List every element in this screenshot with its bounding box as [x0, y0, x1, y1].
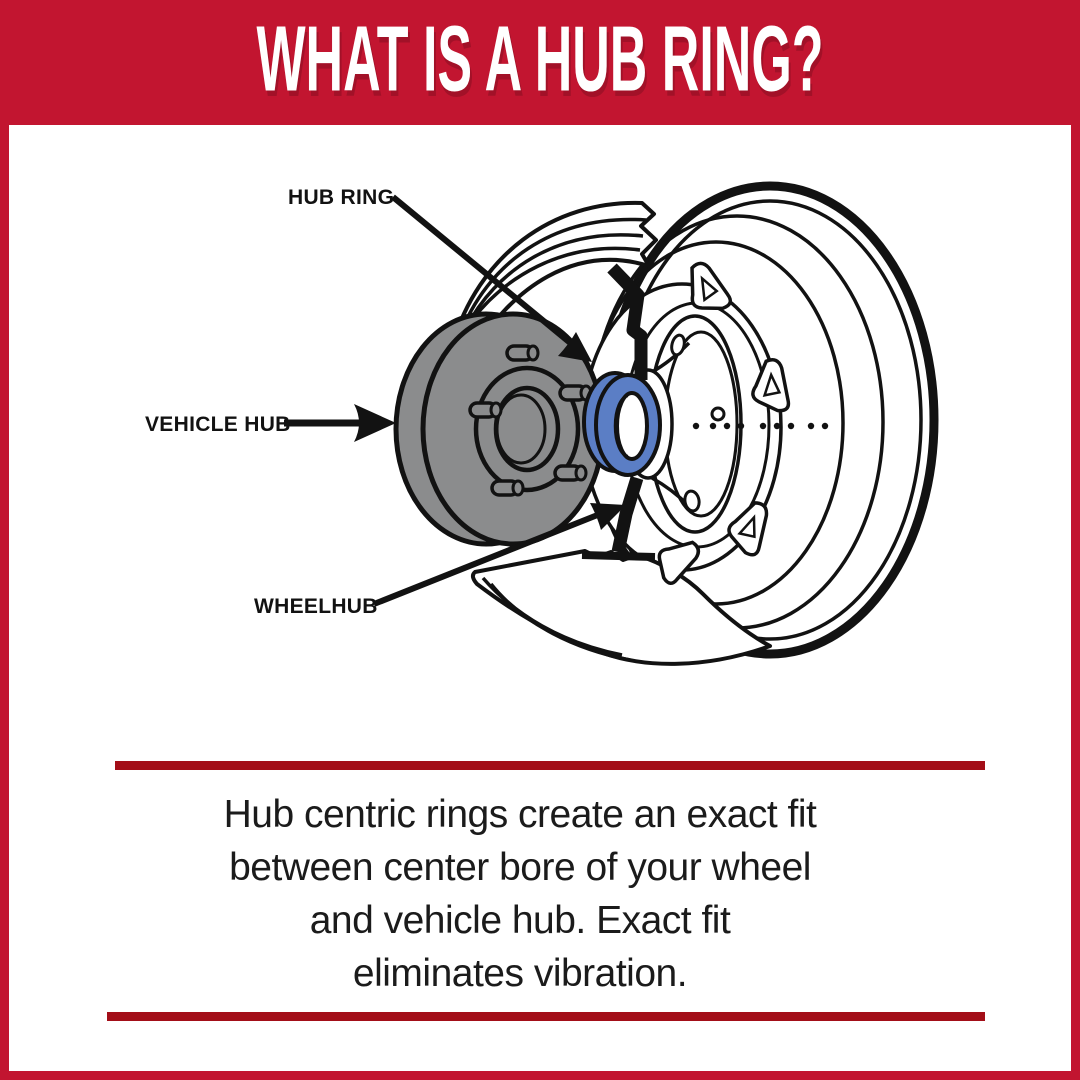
hub-ring-arrow — [391, 194, 592, 362]
divider-line-bottom — [107, 1012, 985, 1021]
wheel-vent-hole — [751, 358, 791, 413]
vehicle-hub-label: VEHICLE HUB — [145, 413, 291, 436]
wheelhub-cut-pieces — [581, 263, 701, 585]
wheel-vent-hole — [690, 261, 733, 311]
wheel-vent-hole — [657, 540, 701, 585]
page-title: WHAT IS A HUB RING? — [256, 8, 824, 112]
wheelhub-label: WHEELHUB — [254, 595, 378, 618]
frame-border-left — [0, 125, 9, 1080]
frame-border-bottom — [0, 1071, 1080, 1080]
vehicle-hub-drum — [393, 311, 606, 547]
wheelhub-arrow — [372, 503, 626, 607]
description-text: Hub centric rings create an exact fit be… — [223, 793, 817, 995]
frame-border-right — [1071, 125, 1080, 1080]
vehicle-hub-arrow — [284, 404, 396, 442]
tire-section-bottom — [470, 549, 772, 666]
divider-line-top — [115, 761, 985, 770]
wheel-vent-hole — [727, 501, 769, 557]
hub-studs — [468, 344, 593, 497]
header-band: WHAT IS A HUB RING? — [0, 0, 1080, 125]
axis-dotted-line — [692, 422, 829, 430]
tire-section-top — [450, 200, 658, 357]
hub-ring-label: HUB RING — [288, 186, 394, 209]
hub-center-bore — [493, 385, 561, 473]
hub-ring-illustration — [582, 371, 662, 477]
